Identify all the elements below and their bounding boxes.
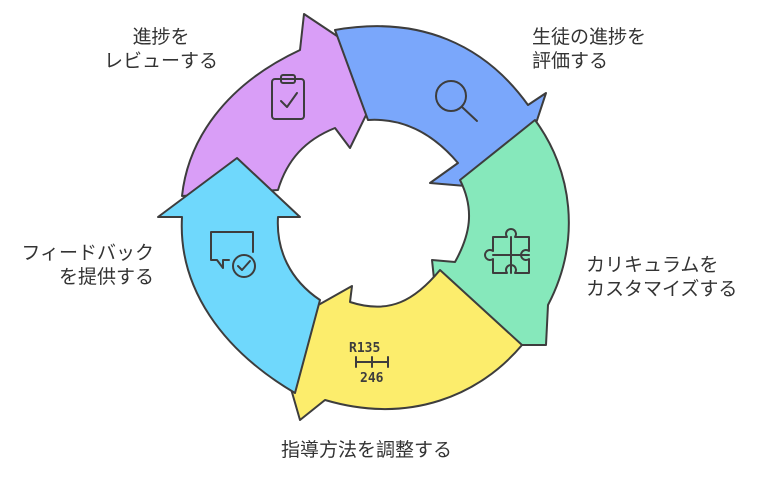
label-line: 生徒の進捗を [532, 26, 647, 48]
label-provide-feedback: フィードバック を提供する [12, 241, 154, 289]
label-line: カリキュラムを [586, 254, 719, 276]
label-line: フィードバック [21, 242, 154, 264]
label-line: 評価する [532, 50, 609, 72]
label-review-progress: 進捗を レビューする [96, 25, 226, 73]
label-line: カスタマイズする [586, 278, 738, 300]
segment-assess [334, 25, 547, 191]
label-line: 指導方法を調整する [281, 439, 453, 461]
label-line: 進捗を [132, 26, 190, 48]
puzzle-icon [484, 228, 530, 274]
chat-check-icon [210, 231, 256, 278]
segment-adjust [273, 269, 523, 421]
label-line: を提供する [58, 266, 154, 288]
label-line: レビューする [103, 50, 218, 72]
segment-curriculum [431, 119, 570, 346]
gear-shift-icon: R135 246 [349, 341, 389, 386]
label-adjust-teaching: 指導方法を調整する [281, 438, 452, 462]
label-customize-curriculum: カリキュラムを カスタマイズする [586, 253, 737, 301]
gear-shift-bottom-text: 246 [360, 371, 384, 386]
label-assess-students: 生徒の進捗を 評価する [532, 25, 646, 73]
magnifier-icon [435, 80, 478, 122]
gear-shift-top-text: R135 [349, 341, 380, 356]
clipboard-check-icon [271, 74, 305, 120]
